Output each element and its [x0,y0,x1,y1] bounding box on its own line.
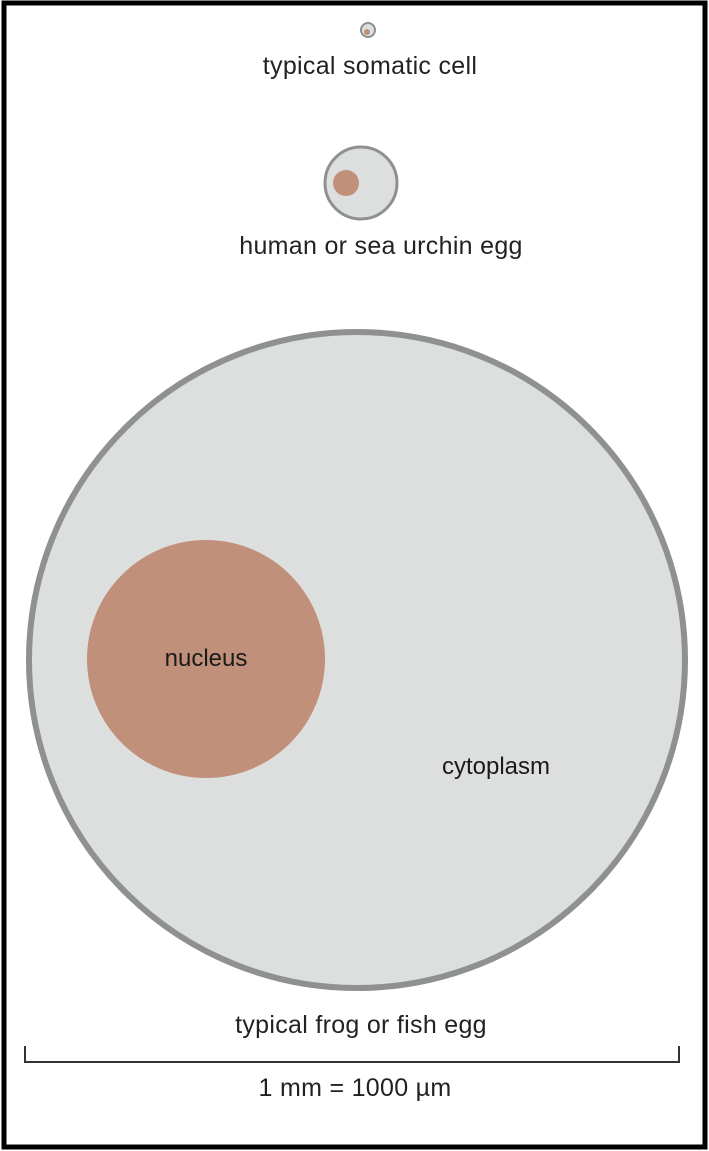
frog-egg-label: typical frog or fish egg [235,1011,487,1040]
somatic-cell-nucleus [364,29,370,35]
somatic-cell-label: typical somatic cell [263,52,477,81]
frog-egg [29,332,685,988]
human-egg-nucleus [333,170,359,196]
cytoplasm-label: cytoplasm [442,753,550,781]
human-egg [325,147,397,219]
somatic-cell [361,23,375,37]
scale-bar-label: 1 mm = 1000 µm [259,1074,452,1103]
nucleus-label: nucleus [165,645,248,673]
human-egg-label: human or sea urchin egg [239,232,522,261]
